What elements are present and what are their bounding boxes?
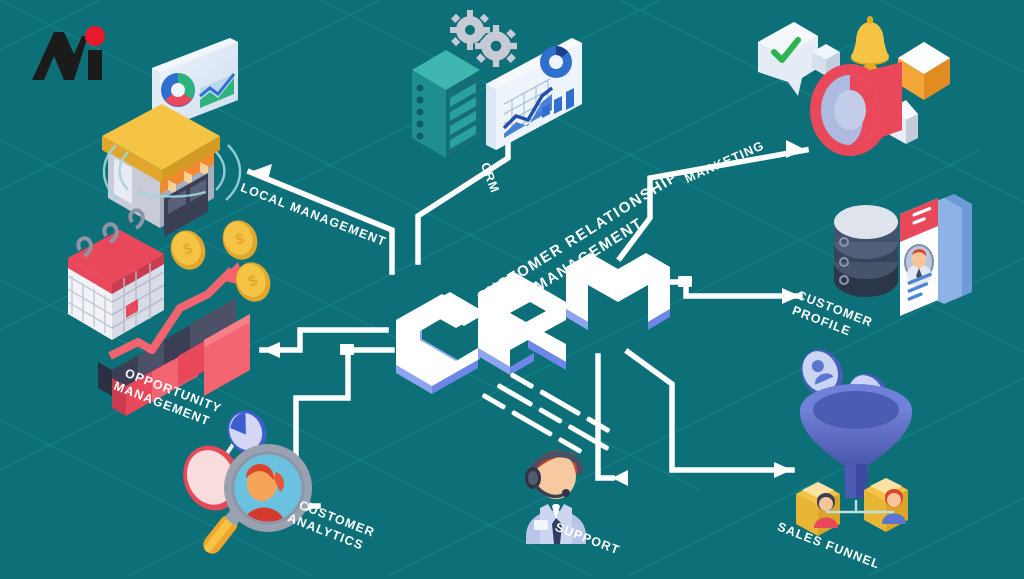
server-analytics-icon — [412, 10, 582, 158]
bell-icon — [851, 16, 889, 72]
envelope-icon — [898, 42, 950, 100]
coin-icon: $ — [170, 230, 206, 270]
ni-logo[interactable] — [32, 26, 105, 80]
crm-wordmark — [396, 253, 670, 394]
coin-icon: $ — [222, 220, 258, 260]
storefront-dashboard-icon — [102, 38, 242, 237]
coin-icon: $ — [235, 262, 271, 302]
subtitle-dashes — [482, 372, 610, 454]
megaphone-icon — [758, 16, 950, 156]
growth-chart-calendar-coins-icon: $ $ $ — [67, 208, 271, 416]
chat-bubble-icon — [758, 22, 818, 96]
funnel-icon — [796, 349, 912, 536]
signal-arcs-icon — [102, 144, 242, 201]
database-profile-card-icon — [834, 194, 972, 316]
magnifier-person-icon — [183, 410, 312, 554]
headset-agent-icon — [525, 450, 586, 544]
gear-icon — [450, 10, 517, 67]
